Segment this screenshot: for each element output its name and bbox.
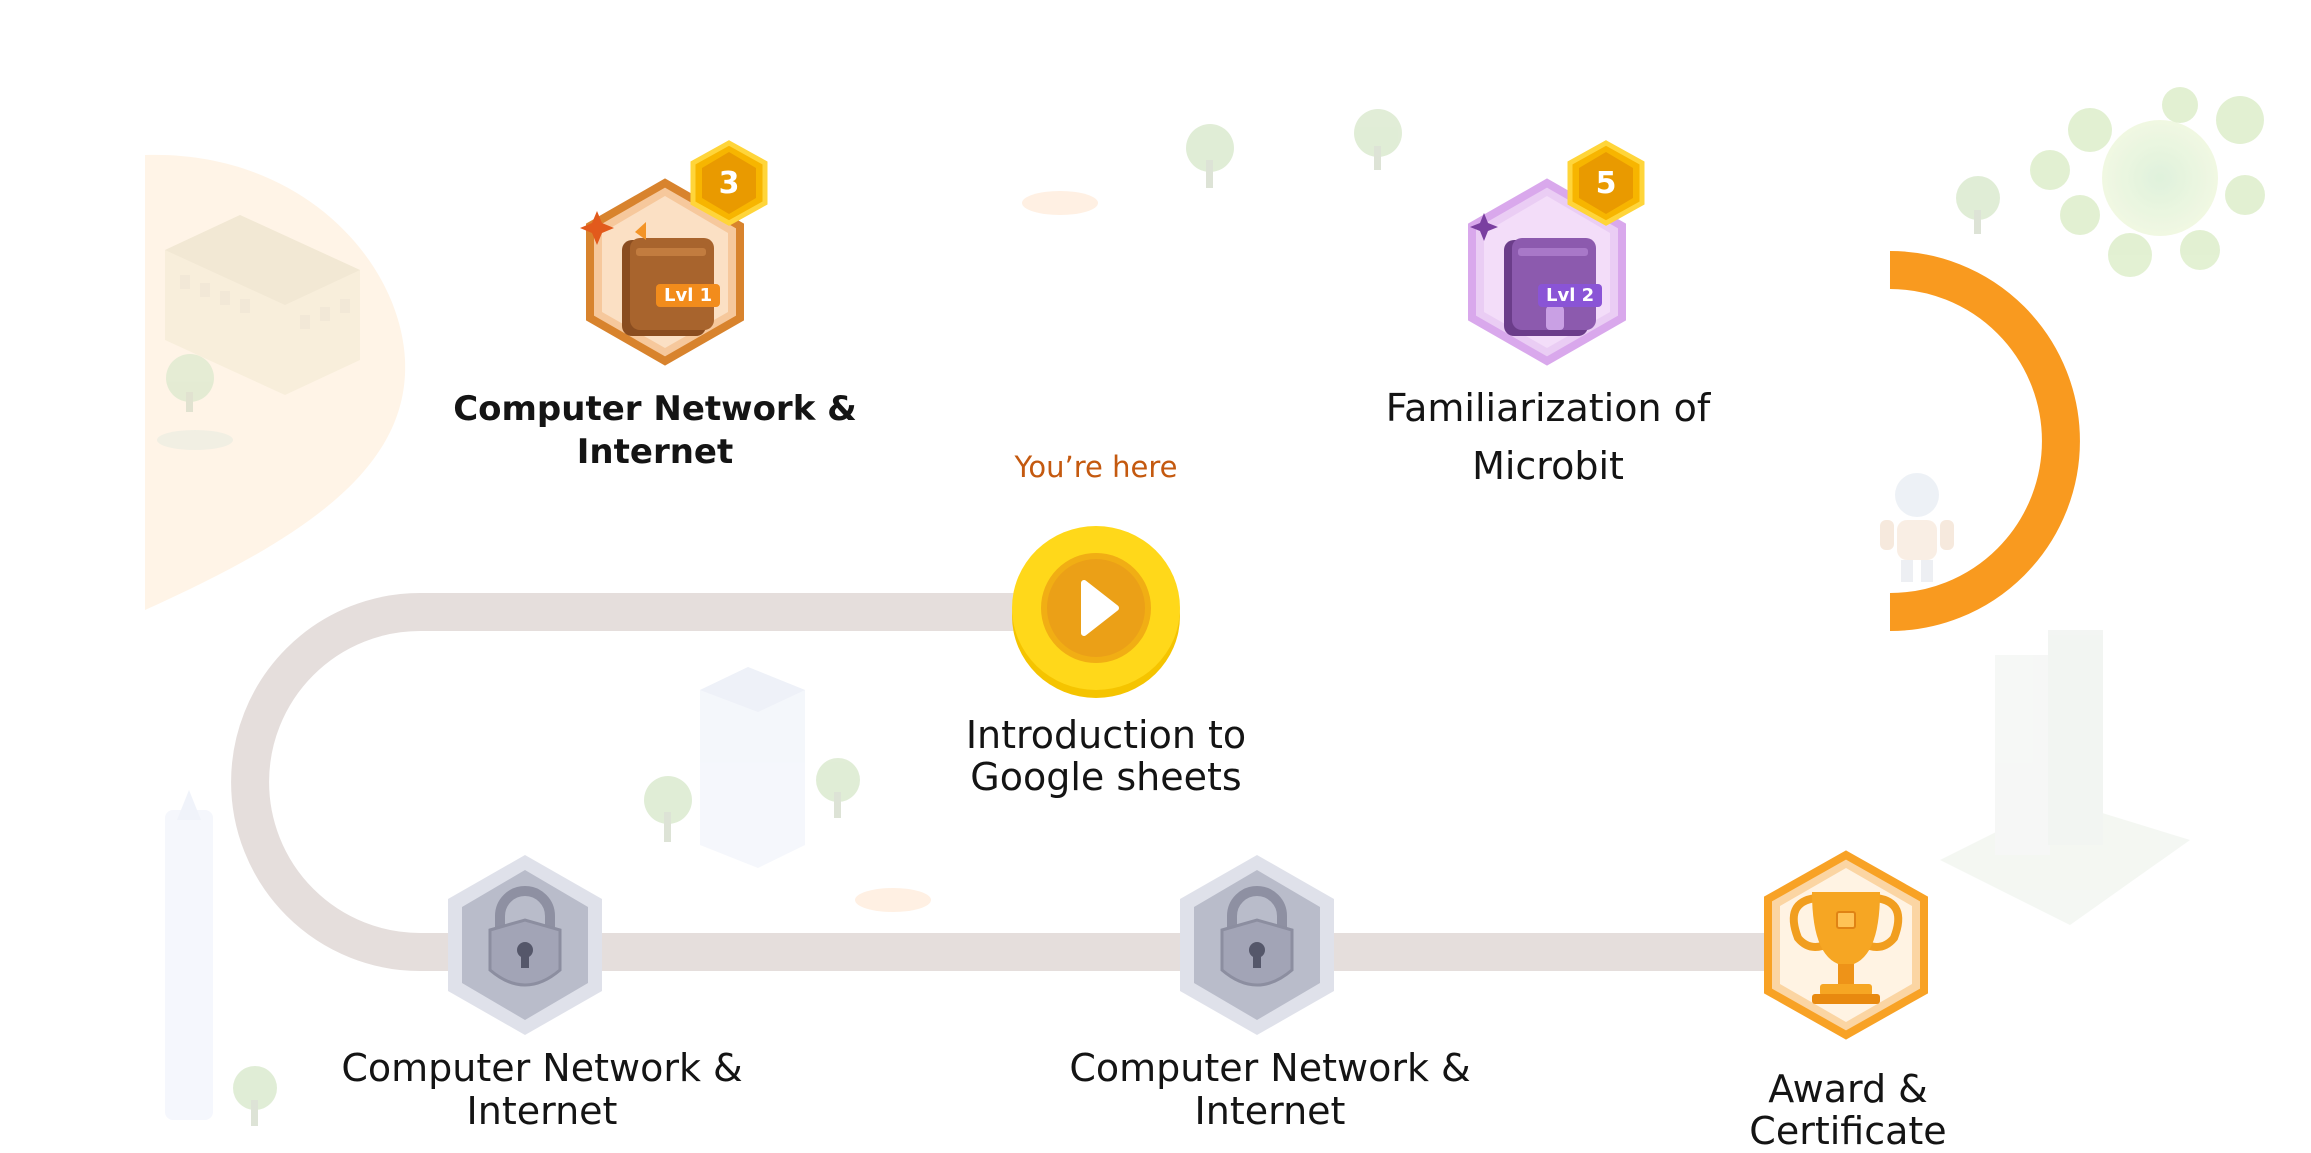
path-upcoming [231, 593, 1864, 971]
count-badge: 5 [1566, 140, 1646, 226]
trophy-icon [1764, 850, 1928, 1040]
module-node-microbit[interactable]: Lvl 2 [1462, 178, 1632, 368]
badge-count: 5 [1595, 165, 1617, 201]
module-title: Computer Network & Internet [341, 1046, 743, 1133]
lock-icon [1180, 855, 1334, 1035]
badge-count: 3 [718, 165, 740, 201]
module-title: Familiarization of Microbit [1385, 386, 1711, 488]
hexagon-badge-icon [690, 140, 768, 226]
robot-illustration [1880, 473, 1954, 582]
award-node[interactable] [1760, 850, 1932, 1040]
level-tag: Lvl 1 [656, 284, 721, 307]
module-node-computer-network-1[interactable]: Lvl 1 [580, 178, 750, 368]
tree-decoration [157, 354, 233, 450]
module-node-locked-2[interactable] [1172, 850, 1342, 1040]
building-illustration [1940, 630, 2190, 925]
sun-decoration [2030, 87, 2265, 277]
path-completed-curve [1889, 251, 2080, 631]
tree-decoration [233, 109, 2000, 1126]
module-title: Computer Network & Internet [453, 389, 857, 473]
module-title: Computer Network & Internet [1069, 1046, 1471, 1133]
count-badge: 3 [689, 140, 769, 226]
building-illustration [165, 215, 360, 395]
building-illustration [165, 790, 213, 1120]
book-icon [1468, 178, 1626, 366]
hexagon-badge-icon [1567, 140, 1645, 226]
current-position-label: You’re here [1014, 450, 1178, 484]
module-node-locked-1[interactable] [440, 850, 610, 1040]
play-icon [1012, 526, 1180, 698]
play-button[interactable] [1008, 520, 1184, 700]
level-tag: Lvl 2 [1538, 284, 1603, 307]
lock-icon [448, 855, 602, 1035]
module-title: Introduction to Google sheets [965, 713, 1247, 799]
sand-decoration [855, 191, 1098, 912]
module-title: Award & Certificate [1749, 1067, 1947, 1153]
building-illustration [700, 667, 805, 868]
